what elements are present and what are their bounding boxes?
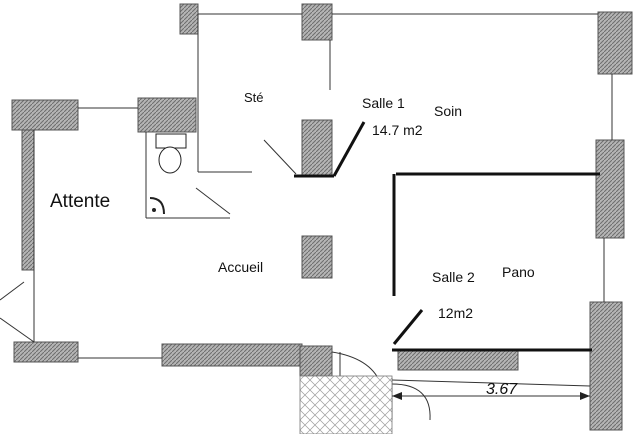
room-label-pano: Pano: [502, 264, 535, 280]
room-label-soin: Soin: [434, 103, 462, 119]
walls: [11, 3, 633, 431]
wall-bottom-right: [397, 349, 519, 371]
wall-left-top: [11, 99, 79, 131]
wall-right-middle: [595, 139, 625, 239]
wall-top-left-pillar: [179, 3, 199, 35]
wall-center-upper: [301, 119, 333, 177]
wall-top-right-pillar: [597, 11, 633, 75]
wall-bottom-left: [13, 341, 79, 363]
wall-left-vertical: [21, 129, 35, 271]
toilet-icon: [149, 133, 187, 215]
room-area-salle2: 12m2: [438, 305, 473, 321]
dimension-label: 3.67: [486, 381, 518, 398]
wall-center-lower: [301, 235, 333, 279]
partition-lines: [294, 121, 600, 352]
wall-top-middle-pillar: [301, 3, 333, 41]
room-label-salle2: Salle 2: [432, 269, 475, 285]
room-label-salle1: Salle 1: [362, 95, 405, 111]
wall-bottom-pillar: [299, 345, 333, 377]
dimension-line: [392, 392, 590, 400]
wall-right-bottom: [589, 301, 623, 431]
room-label-attente: Attente: [50, 191, 110, 212]
room-label-accueil: Accueil: [218, 259, 263, 275]
wall-wc-top: [137, 97, 197, 133]
room-label-ste: Sté: [244, 90, 264, 105]
floor-tiles: [299, 375, 393, 434]
room-area-salle1: 14.7 m2: [372, 122, 423, 138]
outline-lines: [33, 13, 613, 420]
wall-bottom-middle: [161, 343, 303, 367]
